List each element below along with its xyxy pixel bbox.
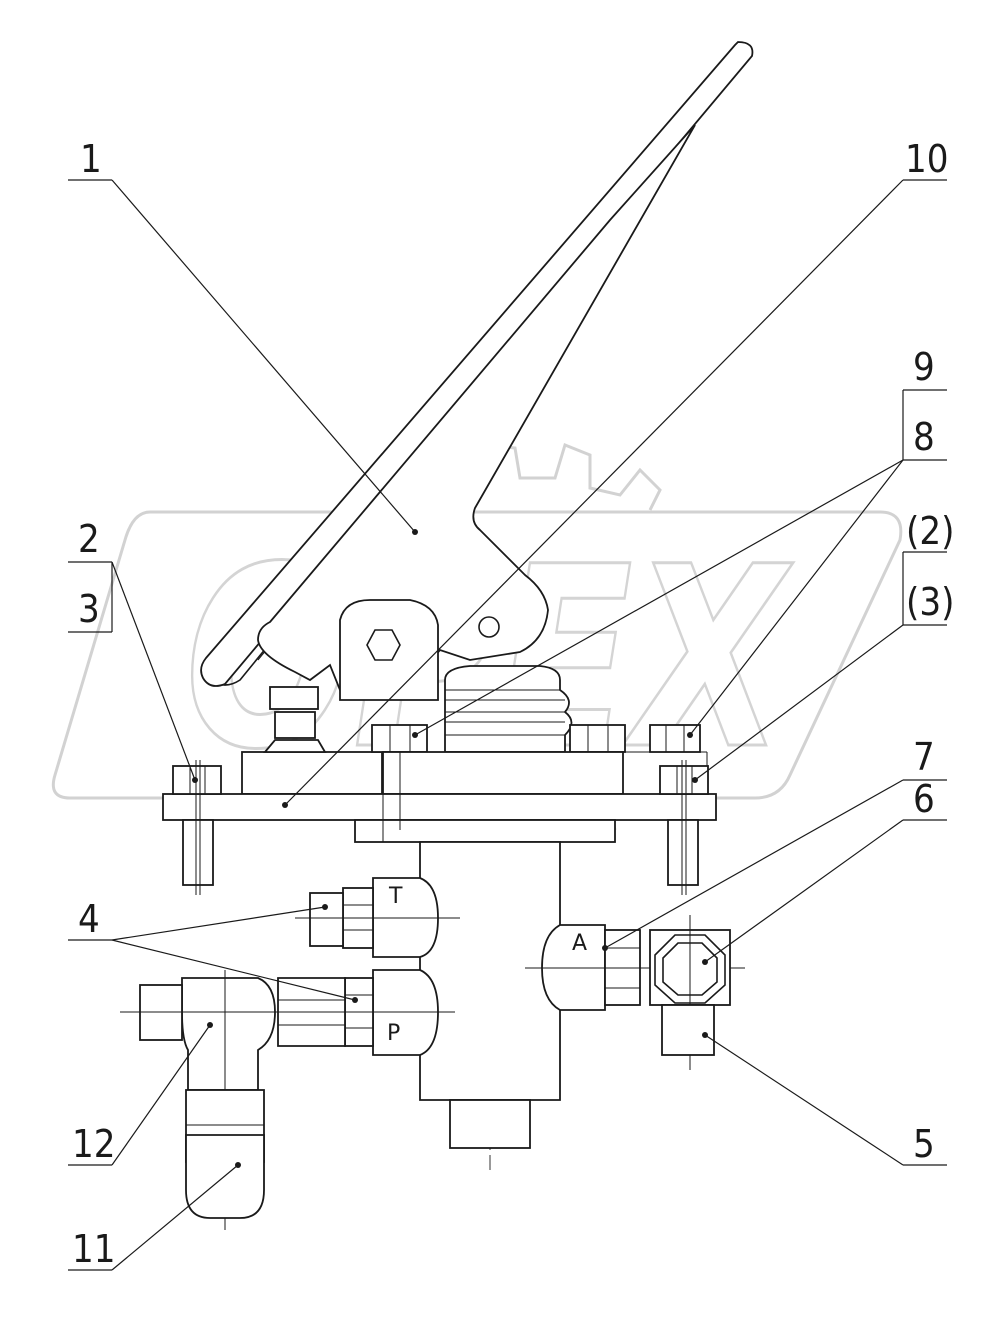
port-a-fitting xyxy=(525,924,745,1011)
leader-dots xyxy=(192,529,708,1168)
top-nut-stack xyxy=(269,686,319,710)
callout-8: 8 xyxy=(913,415,935,459)
nipple xyxy=(661,1004,715,1056)
top-nut-lower xyxy=(274,711,316,739)
swivel-nut xyxy=(649,915,731,1070)
lower-neck xyxy=(354,819,616,843)
callout-2: 2 xyxy=(78,517,100,561)
port-p-fitting xyxy=(270,969,455,1056)
right-mounting-bolt xyxy=(659,760,709,895)
callout-6: 6 xyxy=(913,777,935,821)
upper-block xyxy=(241,751,383,795)
callout-12: 12 xyxy=(72,1122,116,1166)
callout-9: 9 xyxy=(913,345,935,389)
mounting-plate xyxy=(382,751,624,795)
port-label-p: P xyxy=(387,1021,400,1046)
callout-3-paren: (3) xyxy=(906,580,954,624)
callout-7: 7 xyxy=(913,735,935,779)
handle-lever xyxy=(200,41,754,701)
flange-plate xyxy=(162,793,717,821)
leader-lines xyxy=(68,179,947,1271)
port-label-t: T xyxy=(388,884,403,909)
port-label-a: A xyxy=(572,931,587,956)
callout-11: 11 xyxy=(72,1227,116,1271)
top-nut-washer xyxy=(263,739,327,753)
callout-4: 4 xyxy=(78,897,100,941)
cap-screw-set xyxy=(371,724,701,753)
valve-body xyxy=(419,841,561,1149)
callout-5: 5 xyxy=(913,1122,935,1166)
callout-10: 10 xyxy=(905,137,949,181)
callout-3: 3 xyxy=(78,587,100,631)
callout-2-paren: (2) xyxy=(906,509,954,553)
rubber-boot xyxy=(444,665,573,753)
port-t-fitting xyxy=(295,877,460,958)
callout-1: 1 xyxy=(80,137,102,181)
